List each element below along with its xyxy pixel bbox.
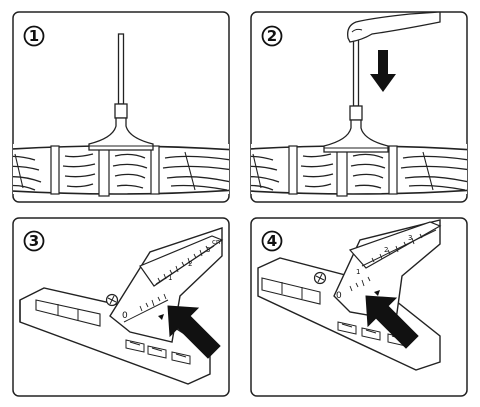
step-1-number-badge: 1 [23, 25, 45, 47]
svg-text:2: 2 [188, 260, 192, 268]
svg-text:0: 0 [122, 311, 128, 321]
tread-indicator-chips [125, 339, 191, 365]
svg-text:0: 0 [336, 291, 342, 301]
svg-text:1: 1 [29, 27, 39, 45]
push-down-arrow-icon [370, 50, 396, 92]
step-2-panel: 2 [250, 11, 468, 203]
svg-text:3: 3 [206, 246, 210, 254]
step-3-number-badge: 3 [23, 230, 45, 252]
svg-text:1: 1 [168, 274, 172, 282]
gauge-body: 1 2 3 cm 0 [19, 227, 224, 385]
svg-text:2: 2 [384, 246, 388, 254]
svg-text:3: 3 [29, 232, 39, 250]
finger-illustration [347, 12, 441, 43]
svg-text:1: 1 [356, 268, 360, 276]
gauge-body-extended: 1 2 3 0 [257, 219, 442, 371]
step-4-number-badge: 4 [261, 230, 283, 252]
svg-text:4: 4 [267, 232, 277, 250]
step-3-panel: 1 2 3 cm 0 [12, 217, 230, 397]
gauge-knob-icon [313, 271, 327, 285]
gauge-knob-icon [105, 293, 119, 307]
step-2-number-badge: 2 [261, 25, 283, 47]
step-4-panel: 1 2 3 0 4 [250, 217, 468, 397]
svg-text:3: 3 [408, 234, 412, 242]
svg-text:cm: cm [212, 238, 223, 246]
step-1-panel: 1 [12, 11, 230, 203]
svg-text:2: 2 [267, 27, 277, 45]
